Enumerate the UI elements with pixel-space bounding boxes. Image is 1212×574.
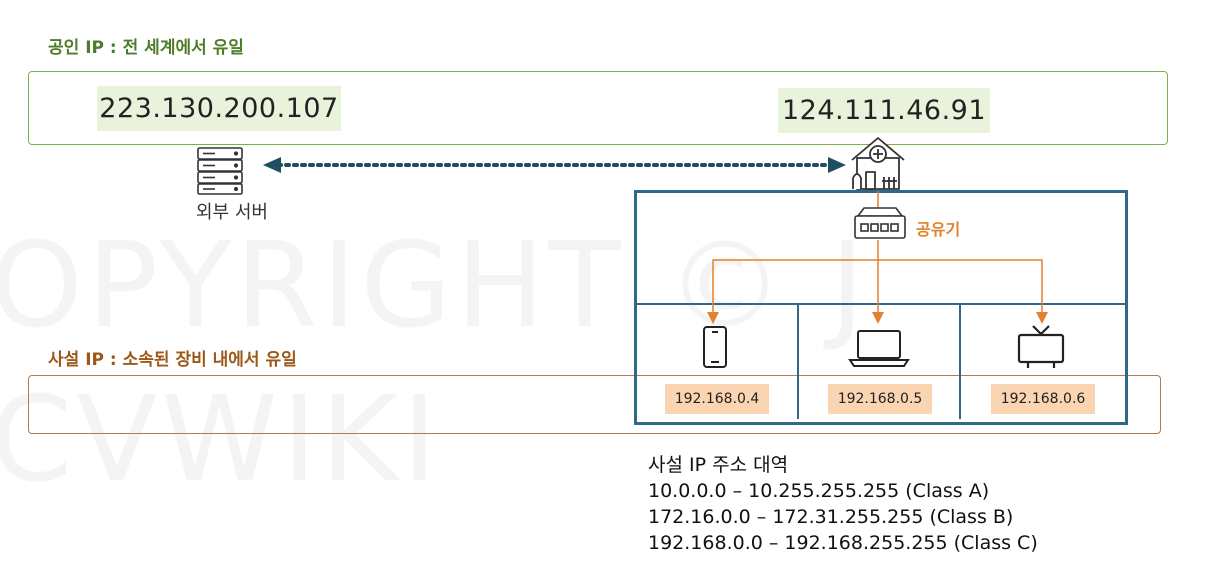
smartphone-icon — [703, 326, 727, 368]
private-range-class-a: 10.0.0.0 – 10.255.255.255 (Class A) — [648, 480, 990, 502]
house-icon — [851, 137, 905, 190]
public-ip-band — [28, 71, 1168, 145]
watermark-line-1: OPYRIGHT © J — [0, 216, 869, 354]
lan-divider-horizontal — [634, 303, 1125, 305]
router-distribution-lines — [707, 240, 1048, 324]
watermark-line-2: CVWIKI — [0, 370, 441, 508]
private-ip-title: 사설 IP : 소속된 장비 내에서 유일 — [48, 350, 297, 370]
tv-icon — [1017, 325, 1065, 368]
device-ip-phone: 192.168.0.4 — [665, 384, 769, 414]
public-ip-title: 공인 IP : 전 세계에서 유일 — [48, 38, 244, 58]
laptop-icon — [848, 330, 910, 367]
private-range-class-b: 172.16.0.0 – 172.31.255.255 (Class B) — [648, 506, 1014, 528]
lan-network-box — [634, 190, 1128, 425]
server-label: 외부 서버 — [196, 202, 268, 223]
private-ip-ranges: 사설 IP 주소 대역 10.0.0.0 – 10.255.255.255 (C… — [648, 452, 1038, 556]
private-range-class-c: 192.168.0.0 – 192.168.255.255 (Class C) — [648, 532, 1038, 554]
router-label: 공유기 — [916, 220, 961, 239]
private-ranges-title: 사설 IP 주소 대역 — [648, 454, 789, 476]
private-ip-band — [28, 375, 1161, 434]
connection-arrow — [263, 157, 846, 173]
lan-divider-vertical-2 — [959, 304, 961, 419]
server-public-ip: 223.130.200.107 — [97, 86, 341, 131]
server-rack-icon — [197, 147, 243, 195]
router-icon — [854, 207, 906, 239]
device-ip-laptop: 192.168.0.5 — [828, 384, 932, 414]
lan-divider-vertical-1 — [797, 304, 799, 419]
device-ip-tv: 192.168.0.6 — [991, 384, 1095, 414]
home-public-ip: 124.111.46.91 — [778, 88, 990, 133]
